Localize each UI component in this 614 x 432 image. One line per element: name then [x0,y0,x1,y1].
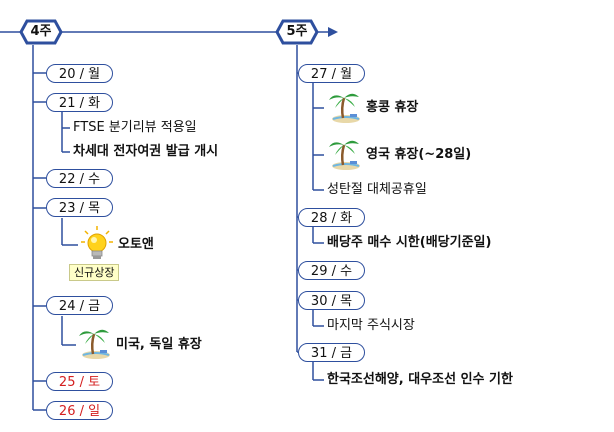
event-shipbuilding-acquisition-deadline: 한국조선해양, 대우조선 인수 기한 [327,372,513,387]
day-30-node: 30 / 목 [298,291,365,310]
day-28-node: 28 / 화 [298,208,365,227]
event-uk-holiday: 영국 휴장(~28일) [366,147,472,162]
day-20-node: 20 / 월 [46,64,113,83]
day-23-node: 23 / 목 [46,198,113,217]
week-4-marker: 4주 [19,19,63,45]
new-listing-badge: 신규상장 [69,264,120,281]
week-5-marker: 5주 [275,19,319,45]
day-26-node: 26 / 일 [46,401,113,420]
note-e-passport: 차세대 전자여권 발급 개시 [73,144,219,159]
event-dividend-deadline: 배당주 매수 시한(배당기준일) [327,235,492,250]
palm-tree-icon [329,93,360,123]
week-4-label: 4주 [30,24,52,39]
note-ftse-review: FTSE 분기리뷰 적용일 [73,120,197,135]
event-us-germany-holiday: 미국, 독일 휴장 [116,337,202,352]
day-25-node: 25 / 토 [46,372,113,391]
week-5-label: 5주 [286,24,308,39]
day-24-node: 24 / 금 [46,296,113,315]
day-21-node: 21 / 화 [46,93,113,112]
note-last-market-day: 마지막 주식시장 [327,318,415,333]
event-autoan: 오토앤 [118,237,154,252]
day-31-node: 31 / 금 [298,343,365,362]
day-29-node: 29 / 수 [298,261,365,280]
palm-tree-icon [79,329,110,359]
day-27-node: 27 / 월 [298,64,365,83]
day-22-node: 22 / 수 [46,169,113,188]
light-bulb-icon [81,226,113,259]
event-hong-kong-holiday: 홍콩 휴장 [366,100,419,115]
palm-tree-icon [329,140,360,170]
note-christmas-substitute-holiday: 성탄절 대체공휴일 [327,182,427,197]
